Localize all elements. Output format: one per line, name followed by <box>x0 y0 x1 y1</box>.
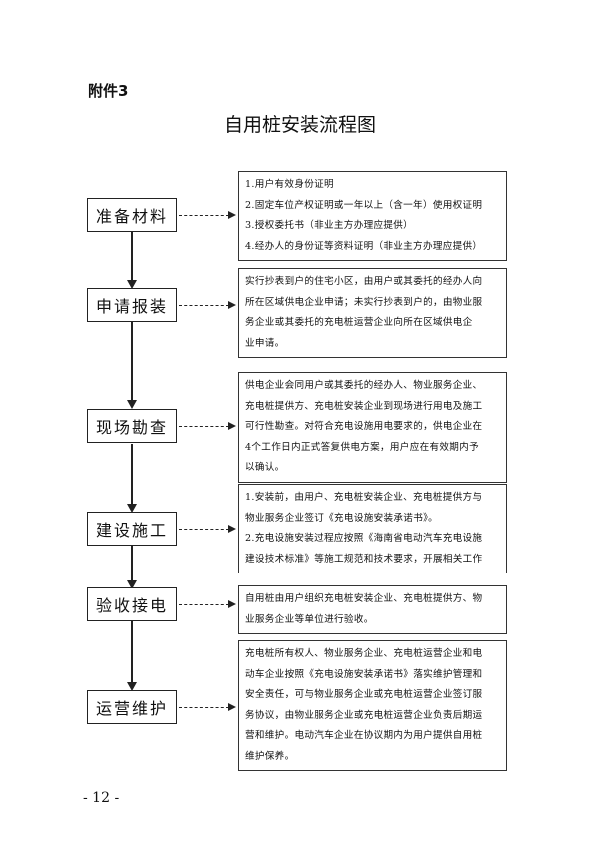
dashed-connector <box>179 529 229 530</box>
desc-line: 安全责任，可与物业服务企业或充电桩运营企业签订服 <box>245 689 483 700</box>
desc-line: 2.固定车位产权证明或一年以上（含一年）使用权证明 <box>245 199 483 211</box>
desc-line: 4个工作日内正式答复供电方案，用户应在有效期内予 <box>245 441 479 453</box>
dashed-connector <box>179 604 229 605</box>
arrow-head <box>228 703 236 711</box>
dashed-connector <box>179 305 229 306</box>
arrow-head <box>127 682 137 691</box>
desc-line: 动车企业按照《充电设施安装承诺书》落实维护管理和 <box>245 668 483 680</box>
desc-line: 可行性勘查。对符合充电设施用电要求的，供电企业在 <box>245 421 483 432</box>
page-number: - 12 - <box>83 790 120 806</box>
dashed-connector <box>179 707 229 708</box>
step-construction: 建设施工 <box>87 512 177 546</box>
step-apply: 申请报装 <box>87 288 177 322</box>
desc-construction: 1.安装前，由用户、充电桩安装企业、充电桩提供方与 物业服务企业签订《充电设施安… <box>238 484 507 573</box>
desc-apply: 实行抄表到户的住宅小区，由用户或其委托的经办人向 所在区域供电企业申请；未实行抄… <box>238 268 507 358</box>
arrow-head <box>127 580 137 589</box>
step-operation: 运营维护 <box>87 690 177 724</box>
page-title: 自用桩安装流程图 <box>223 114 376 136</box>
desc-line: 充电桩所有权人、物业服务企业、充电桩运营企业和电 <box>245 648 483 659</box>
dashed-connector <box>179 426 229 427</box>
desc-line: 2.充电设施安装过程应按照《海南省电动汽车充电设施 <box>245 533 483 544</box>
desc-line: 3.授权委托书（非业主方办理应提供） <box>245 220 414 231</box>
desc-line: 所在区域供电企业申请；未实行抄表到户的，由物业服 <box>245 296 483 308</box>
desc-line: 实行抄表到户的住宅小区，由用户或其委托的经办人向 <box>245 276 483 287</box>
step-prepare-materials: 准备材料 <box>87 198 177 232</box>
desc-line: 4.经办人的身份证等资料证明（非业主方办理应提供） <box>245 240 483 252</box>
arrow-head <box>228 600 236 608</box>
desc-line: 业服务企业等单位进行验收。 <box>245 613 374 625</box>
arrow-head <box>228 525 236 533</box>
arrow-head <box>127 504 137 513</box>
flow-arrow <box>131 322 133 400</box>
desc-line: 务企业或其委托的充电桩运营企业向所在区域供电企 <box>245 317 473 328</box>
desc-line: 建设技术标准》等施工规范和技术要求，开展相关工作 <box>245 553 483 565</box>
desc-line: 业申请。 <box>245 337 285 349</box>
desc-line: 供电企业会同用户或其委托的经办人、物业服务企业、 <box>245 380 483 391</box>
arrow-head <box>228 211 236 219</box>
step-acceptance: 验收接电 <box>87 587 177 621</box>
desc-acceptance: 自用桩由用户组织充电桩安装企业、充电桩提供方、物 业服务企业等单位进行验收。 <box>238 585 507 634</box>
desc-line: 营和维护。电动汽车企业在协议期内为用户提供自用桩 <box>245 730 483 741</box>
desc-line: 以确认。 <box>245 462 285 473</box>
arrow-head <box>127 280 137 289</box>
arrow-head <box>228 301 236 309</box>
desc-operation: 充电桩所有权人、物业服务企业、充电桩运营企业和电 动车企业按照《充电设施安装承诺… <box>238 640 507 771</box>
desc-site-survey: 供电企业会同用户或其委托的经办人、物业服务企业、 充电桩提供方、充电桩安装企业到… <box>238 372 507 483</box>
arrow-head <box>228 422 236 430</box>
flow-arrow <box>131 232 133 280</box>
flow-arrow <box>131 444 133 504</box>
desc-line: 1.用户有效身份证明 <box>245 179 334 190</box>
desc-prepare-materials: 1.用户有效身份证明 2.固定车位产权证明或一年以上（含一年）使用权证明 3.授… <box>238 171 507 261</box>
desc-line: 物业服务企业签订《充电设施安装承诺书》。 <box>245 512 439 524</box>
step-site-survey: 现场勘查 <box>87 409 177 443</box>
flow-arrow <box>131 620 133 682</box>
desc-line: 自用桩由用户组织充电桩安装企业、充电桩提供方、物 <box>245 593 483 604</box>
desc-line: 维护保养。 <box>245 750 295 762</box>
desc-line: 充电桩提供方、充电桩安装企业到现场进行用电及施工 <box>245 400 483 412</box>
desc-line: 1.安装前，由用户、充电桩安装企业、充电桩提供方与 <box>245 492 483 503</box>
flow-arrow <box>131 546 133 580</box>
arrow-head <box>127 400 137 409</box>
dashed-connector <box>179 215 229 216</box>
annex-label: 附件3 <box>88 82 129 100</box>
desc-line: 务协议，由物业服务企业或充电桩运营企业负责后期运 <box>245 709 483 721</box>
